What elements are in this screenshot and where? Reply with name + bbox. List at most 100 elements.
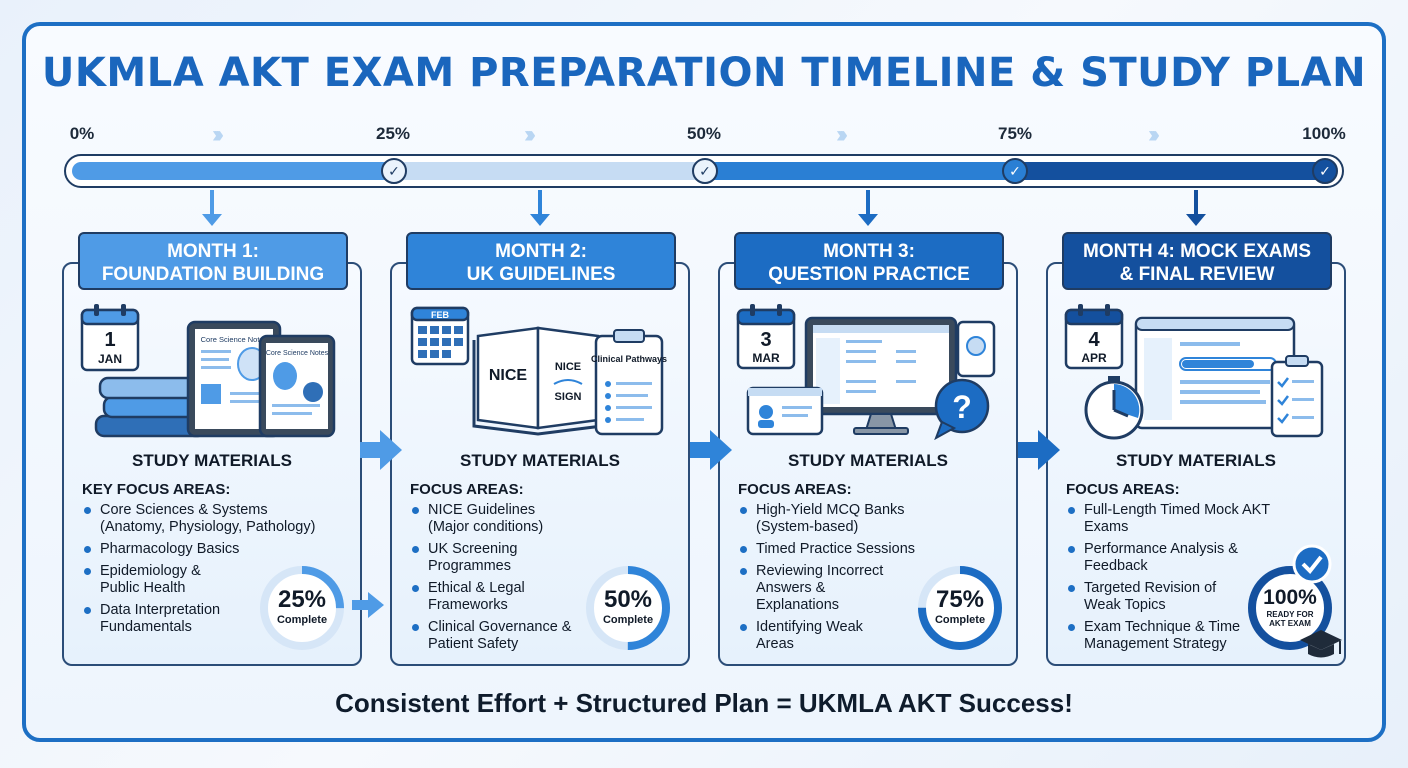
calendar-month: FEB: [431, 310, 450, 320]
study-materials-label: STUDY MATERIALS: [132, 451, 292, 470]
progress-ring-2: 50%Complete: [582, 562, 674, 654]
month-1-heading: MONTH 1:FOUNDATION BUILDING: [78, 232, 348, 290]
page-title: UKMLA AKT EXAM PREPARATION TIMELINE & ST…: [41, 50, 1367, 96]
arrow-right-icon: [360, 430, 402, 470]
calendar-month: JAN: [98, 352, 122, 366]
id-card-icon: [746, 386, 824, 436]
tablet-icon: Core Science Notes: [258, 334, 336, 438]
timeline-label-0: 0%: [69, 124, 95, 143]
month-4-heading: MONTH 4: MOCK EXAMS& FINAL REVIEW: [1062, 232, 1332, 290]
arrow-down-icon: [1184, 190, 1208, 230]
timeline-segment-1: [72, 162, 394, 180]
graduation-cap-icon: [1300, 630, 1342, 658]
progress-value: 75%: [935, 586, 985, 613]
checklist-icon: [1270, 355, 1324, 438]
timeline-segment-4: [1015, 162, 1336, 180]
arrow-down-icon: [200, 190, 224, 230]
focus-list: High-Yield MCQ Banks (System-based) Time…: [740, 502, 1000, 658]
focus-areas-title: FOCUS AREAS:: [410, 481, 524, 498]
phone-icon: [956, 320, 996, 378]
list-item: Full-Length Timed Mock AKT Exams: [1068, 502, 1278, 536]
clipboard-title: Clinical Pathways: [591, 354, 667, 364]
calendar-day: 4: [1088, 329, 1100, 351]
timeline-segment-2: [394, 162, 705, 180]
book-right-top-label: NICE: [555, 361, 581, 373]
list-item: Epidemiology & Public Health: [84, 563, 234, 597]
list-item: High-Yield MCQ Banks (System-based): [740, 502, 920, 536]
focus-list: Full-Length Timed Mock AKT Exams Perform…: [1068, 502, 1328, 658]
progress-value: 100%: [1263, 586, 1317, 609]
progress-arc: [1248, 566, 1332, 650]
progress-ring-4: 100%READY FOR AKT EXAM: [1244, 562, 1336, 654]
browser-window-icon: [1134, 316, 1296, 430]
list-item: Core Sciences & Systems (Anatomy, Physio…: [84, 502, 334, 536]
progress-ring-3: 75%Complete: [914, 562, 1006, 654]
check-icon: ✓: [692, 158, 718, 184]
check-icon: ✓: [1002, 158, 1028, 184]
progress-arc: [260, 566, 344, 650]
list-item: Reviewing Incorrect Answers & Explanatio…: [740, 563, 900, 614]
calendar-day: 3: [760, 329, 771, 351]
progress-ring-1: 25%Complete: [256, 562, 348, 654]
list-item: Ethical & Legal Frameworks: [412, 580, 562, 614]
study-materials-label: STUDY MATERIALS: [460, 451, 620, 470]
clock-icon: [1084, 376, 1144, 440]
study-materials-label: STUDY MATERIALS: [1116, 451, 1276, 470]
arrow-right-icon: [690, 430, 732, 470]
tablet-note-title: Core Science Notes: [266, 350, 329, 357]
chevron-right-icon: ›››: [1148, 121, 1160, 148]
progress-value: 25%: [277, 586, 327, 613]
arrow-down-icon: [856, 190, 880, 230]
arrow-down-icon: [528, 190, 552, 230]
list-item: Performance Analysis & Feedback: [1068, 541, 1248, 575]
book-left-label: NICE: [489, 367, 528, 384]
question-bubble-icon: ?: [934, 378, 990, 440]
progress-arc: [918, 566, 1002, 650]
list-item: Identifying Weak Areas: [740, 619, 880, 653]
study-notes-illustration: 1 JAN Core Science Notes Core Science No…: [80, 304, 336, 438]
arrow-right-icon: [352, 592, 384, 618]
calendar-icon: FEB: [410, 306, 470, 366]
focus-list: NICE Guidelines (Major conditions) UK Sc…: [412, 502, 672, 658]
month-2-heading: MONTH 2:UK GUIDELINES: [406, 232, 676, 290]
progress-caption: Complete: [934, 614, 986, 626]
focus-areas-title: KEY FOCUS AREAS:: [82, 481, 231, 498]
tablet-note-title: Core Science Notes: [201, 335, 268, 344]
progress-caption: Complete: [602, 614, 654, 626]
books-icon: [94, 376, 210, 438]
mock-exam-illustration: 4 APR: [1064, 304, 1324, 440]
calendar-month: APR: [1081, 351, 1107, 365]
timeline-segment-3: [705, 162, 1015, 180]
study-materials-label: STUDY MATERIALS: [788, 451, 948, 470]
list-item: Clinical Governance & Patient Safety: [412, 619, 582, 653]
progress-value: 50%: [603, 586, 653, 613]
book-right-bottom-label: SIGN: [555, 391, 582, 403]
list-item: Exam Technique & Time Management Strateg…: [1068, 619, 1248, 653]
calendar-month: MAR: [752, 351, 780, 365]
monitor-icon: [804, 316, 958, 435]
check-badge-icon: [1292, 544, 1332, 584]
focus-areas-title: FOCUS AREAS:: [1066, 481, 1180, 498]
focus-list: Core Sciences & Systems (Anatomy, Physio…: [84, 502, 344, 641]
check-icon: ✓: [381, 158, 407, 184]
calendar-icon: 4 APR: [1064, 304, 1124, 370]
calendar-day: 1: [104, 329, 115, 351]
list-item: Targeted Revision of Weak Topics: [1068, 580, 1228, 614]
check-icon: ✓: [1312, 158, 1338, 184]
clipboard-icon: Clinical Pathways: [591, 329, 667, 436]
list-item: Timed Practice Sessions: [740, 541, 940, 558]
list-item: Data Interpretation Fundamentals: [84, 602, 244, 636]
chevron-right-icon: ›››: [212, 121, 224, 148]
timeline-label-25: 25%: [375, 124, 411, 143]
timeline-label-100: 100%: [1302, 124, 1346, 143]
month-3-heading: MONTH 3:QUESTION PRACTICE: [734, 232, 1004, 290]
calendar-icon: 3 MAR: [736, 304, 796, 370]
chevron-right-icon: ›››: [836, 121, 848, 148]
list-item: UK Screening Programmes: [412, 541, 552, 575]
open-book-icon: NICE NICE SIGN: [472, 326, 604, 436]
arrow-right-icon: [1018, 430, 1060, 470]
chevron-right-icon: ›››: [524, 121, 536, 148]
question-practice-illustration: 3 MAR ?: [736, 304, 996, 440]
calendar-icon: 1 JAN: [80, 304, 140, 372]
focus-areas-title: FOCUS AREAS:: [738, 481, 852, 498]
